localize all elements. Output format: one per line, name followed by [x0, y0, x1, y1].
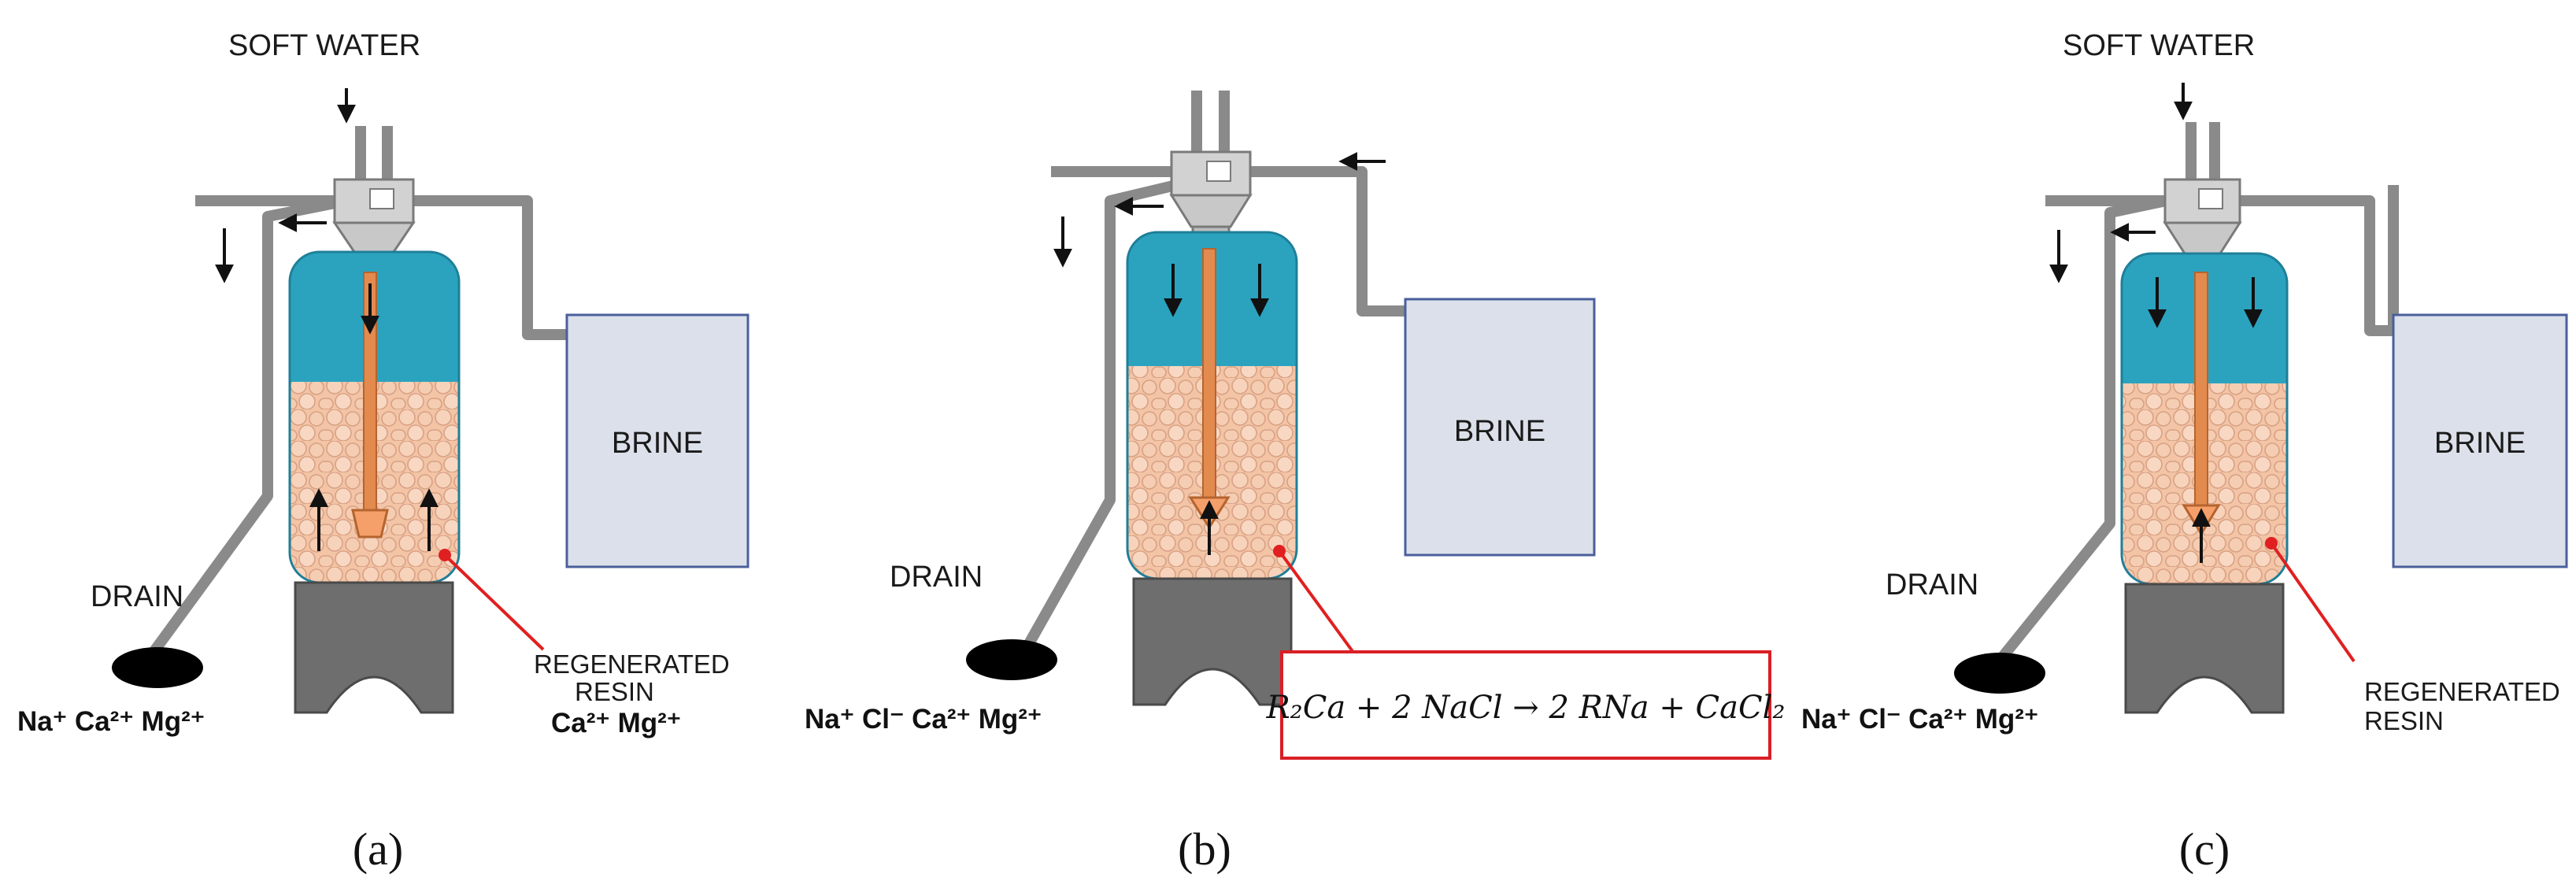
brine-tank-b [1404, 298, 1596, 557]
panel-c: SOFT WATER BRINE DRAIN REGENERATED RESIN… [1801, 29, 2568, 875]
resin-pointer-c [2265, 537, 2356, 663]
tank-stand-c [2124, 583, 2285, 714]
flow-arrows-a [215, 88, 439, 551]
panel-b: R₂Ca + 2 NaCl → 2 RNa + CaCl₂ BRINE DRAI… [805, 91, 1785, 875]
ions-bottom-b: Na⁺ Cl⁻ Ca²⁺ Mg²⁺ [805, 704, 1042, 735]
resin-pointer-b [1273, 545, 1356, 655]
brine-label-c: BRINE [2434, 427, 2526, 460]
drain-label-c: DRAIN [1886, 568, 1978, 601]
drain-hole-b [966, 639, 1057, 680]
ions-bottom-c: Na⁺ Cl⁻ Ca²⁺ Mg²⁺ [1801, 704, 2038, 735]
resin-pointer-a [439, 549, 545, 651]
pipe-network-c [1991, 122, 2399, 669]
ions-bottom-a: Na⁺ Ca²⁺ Mg²⁺ [17, 706, 205, 737]
resin-label-a-line1: REGENERATED [534, 650, 730, 679]
drain-label-b: DRAIN [890, 561, 983, 594]
caption-a: (a) [353, 824, 403, 875]
brine-label-b: BRINE [1454, 415, 1545, 448]
ions-right-a: Ca²⁺ Mg²⁺ [551, 708, 681, 738]
resin-tank-b [1126, 231, 1298, 580]
control-valve-c [2163, 178, 2242, 276]
panel-a: SOFT WATER BRINE DRAIN REGENERATED RESIN… [17, 29, 749, 875]
soft-water-label-a: SOFT WATER [228, 29, 420, 62]
drain-hole-a [112, 647, 203, 688]
control-valve-b [1169, 150, 1253, 250]
flow-arrows-c [2049, 83, 2263, 563]
resin-tank-a [288, 250, 461, 584]
brine-tank-a [565, 313, 749, 568]
tank-stand-b [1132, 577, 1293, 706]
equation-b: R₂Ca + 2 NaCl → 2 RNa + CaCl₂ [1266, 690, 1786, 726]
caption-b: (b) [1178, 824, 1231, 875]
tank-stand-a [294, 581, 454, 714]
resin-label-c-line2: RESIN [2364, 706, 2444, 735]
drain-hole-c [1954, 653, 2045, 694]
brine-tank-c [2392, 313, 2568, 568]
resin-label-c-line1: REGENERATED [2364, 677, 2560, 706]
brine-label-a: BRINE [612, 427, 703, 460]
resin-tank-c [2120, 252, 2289, 586]
caption-c: (c) [2179, 824, 2230, 875]
equation-box-b [1280, 650, 1771, 760]
soft-water-label-c: SOFT WATER [2063, 29, 2255, 62]
resin-label-a-line2: RESIN [575, 677, 654, 706]
flow-arrows-b [1053, 152, 1386, 555]
drain-label-a: DRAIN [91, 580, 183, 613]
